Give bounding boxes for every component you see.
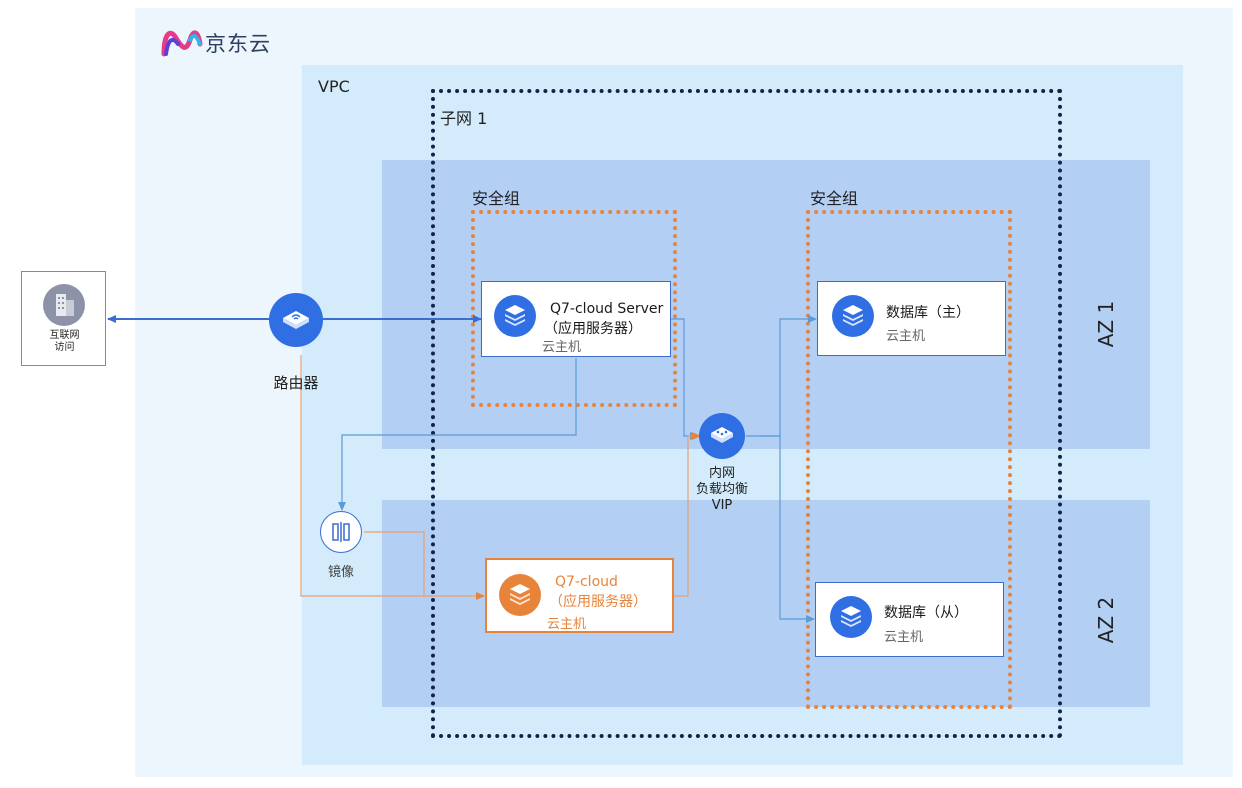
app-server-1-title: Q7-cloud Server xyxy=(550,301,664,317)
app-server-2-subtitle: （应用服务器） xyxy=(549,594,647,610)
router-icon xyxy=(269,293,323,347)
lb-to-db-master-line xyxy=(746,315,817,437)
internet-label-line1: 互联网 xyxy=(49,330,80,341)
load-balancer-label: 内网 负载均衡 VIP xyxy=(682,466,762,514)
logo-text: 京东云 xyxy=(205,32,271,56)
security-group-2 xyxy=(806,210,1012,709)
lb-label-line2: 负载均衡 xyxy=(695,482,748,497)
app-server-2-title: Q7-cloud xyxy=(555,574,618,590)
db-slave-node: 数据库（从） 云主机 xyxy=(815,582,1004,657)
db-master-title: 数据库（主） xyxy=(886,305,970,321)
database-icon xyxy=(832,295,874,337)
security-group-2-label: 安全组 xyxy=(810,189,859,208)
server-to-lb-line xyxy=(670,318,699,440)
vpc-label: VPC xyxy=(318,77,350,96)
server-stack-icon xyxy=(499,574,541,616)
server-stack-icon xyxy=(494,295,536,337)
internet-label-line2: 访问 xyxy=(54,342,75,353)
app-server-2-node: Q7-cloud （应用服务器） 云主机 xyxy=(485,558,674,633)
database-icon xyxy=(830,596,872,638)
server-to-mirror-line xyxy=(338,358,577,511)
db-master-node: 数据库（主） 云主机 xyxy=(817,281,1006,356)
app-server-1-node: Q7-cloud Server （应用服务器） 云主机 xyxy=(481,281,671,357)
router-to-server2-line xyxy=(300,355,485,600)
router-label: 路由器 xyxy=(273,374,319,392)
app-server-2-type: 云主机 xyxy=(547,617,587,632)
db-slave-title: 数据库（从） xyxy=(884,605,968,621)
subnet-label: 子网 1 xyxy=(440,109,488,128)
db-slave-type: 云主机 xyxy=(884,630,924,645)
mirror-label: 镜像 xyxy=(327,565,354,580)
server2-to-lb-line xyxy=(674,432,701,597)
lb-to-db-slave-line xyxy=(760,435,815,623)
mirror-to-server2-line xyxy=(364,531,425,596)
lb-label-line3: VIP xyxy=(711,498,733,513)
security-group-1 xyxy=(471,210,677,407)
load-balancer-icon xyxy=(699,413,745,459)
mirror-icon xyxy=(320,511,362,553)
internet-access-box: 互联网 访问 xyxy=(21,271,106,366)
lb-label-line1: 内网 xyxy=(708,466,735,481)
app-server-1-subtitle: （应用服务器） xyxy=(544,321,642,337)
db-master-type: 云主机 xyxy=(886,329,926,344)
app-server-1-type: 云主机 xyxy=(542,340,582,355)
building-icon xyxy=(43,284,85,326)
security-group-1-label: 安全组 xyxy=(472,189,521,208)
jdcloud-logo-icon xyxy=(161,30,203,57)
subnet-boundary xyxy=(431,89,1062,738)
jdcloud-logo: 京东云 xyxy=(160,24,290,60)
